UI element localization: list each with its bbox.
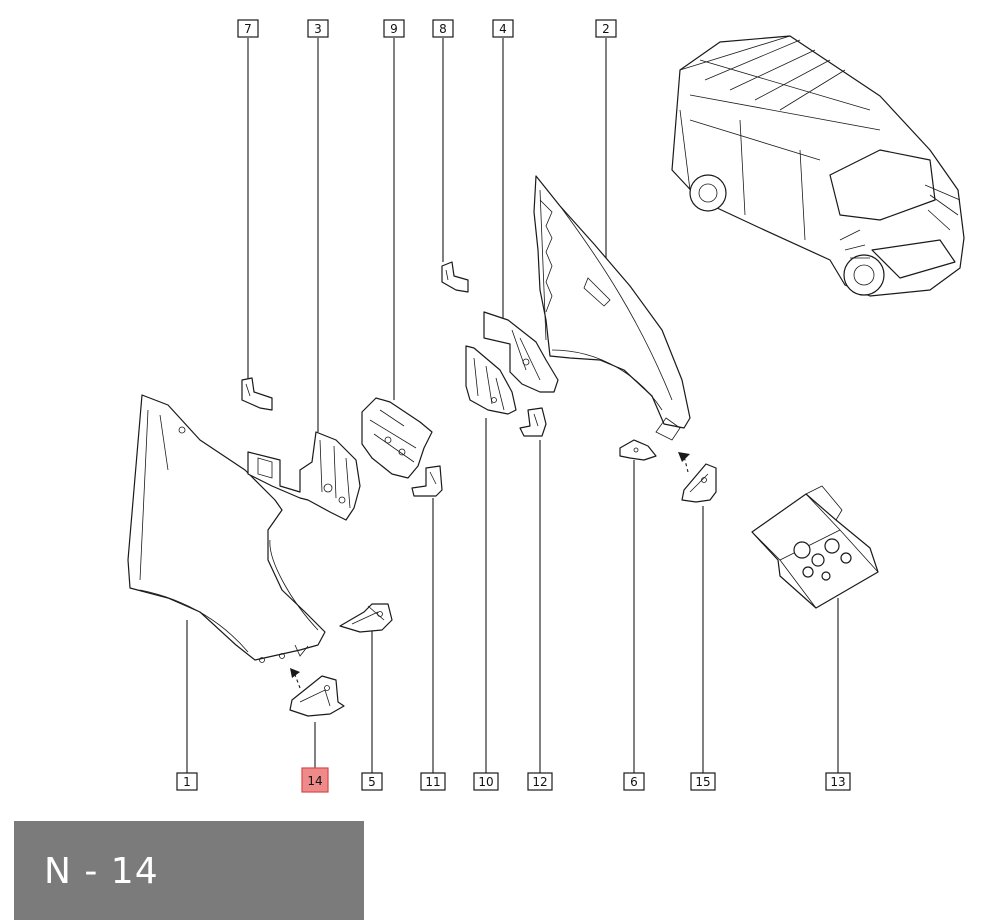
svg-text:10: 10 xyxy=(478,775,493,789)
part-14-bracket xyxy=(289,675,345,717)
svg-text:14: 14 xyxy=(307,774,322,788)
arrow-indicator-left xyxy=(290,668,301,689)
svg-text:5: 5 xyxy=(368,775,376,789)
svg-text:12: 12 xyxy=(532,775,547,789)
arrow-indicator-right xyxy=(678,452,690,473)
svg-text:4: 4 xyxy=(499,22,507,36)
callout-3[interactable]: 3 xyxy=(307,19,329,38)
exploded-parts-diagram: 7 3 9 8 4 2 1 14 5 11 10 12 xyxy=(127,19,965,793)
svg-text:15: 15 xyxy=(695,775,710,789)
part-11-angle-bracket xyxy=(411,465,443,497)
part-7-clip xyxy=(241,377,273,411)
part-5-bracket xyxy=(339,603,393,633)
callout-13[interactable]: 13 xyxy=(825,772,851,791)
part-reference-banner: N - 14 xyxy=(14,821,364,920)
part-1-front-wing xyxy=(127,394,326,663)
part-4-bracket xyxy=(483,311,559,393)
callout-9[interactable]: 9 xyxy=(383,19,405,38)
part-6-clip xyxy=(619,439,657,461)
svg-text:7: 7 xyxy=(244,22,252,36)
callout-7[interactable]: 7 xyxy=(237,19,259,38)
part-13-fastener-kit xyxy=(751,485,879,609)
part-12-bracket xyxy=(519,407,547,437)
van-illustration xyxy=(671,35,965,297)
callout-11[interactable]: 11 xyxy=(420,772,446,791)
svg-text:6: 6 xyxy=(630,775,638,789)
callout-2[interactable]: 2 xyxy=(595,19,617,38)
svg-text:8: 8 xyxy=(439,22,447,36)
callout-1[interactable]: 1 xyxy=(176,772,198,791)
part-3-mounting-bracket xyxy=(247,431,361,521)
part-reference-label: N - 14 xyxy=(44,851,159,892)
callout-12[interactable]: 12 xyxy=(527,772,553,791)
callout-6[interactable]: 6 xyxy=(623,772,645,791)
part-15-bracket xyxy=(681,463,717,503)
callout-10[interactable]: 10 xyxy=(473,772,499,791)
svg-text:1: 1 xyxy=(183,775,191,789)
svg-text:13: 13 xyxy=(830,775,845,789)
part-2-front-wing xyxy=(533,175,691,441)
leader-lines xyxy=(186,38,839,773)
callout-14[interactable]: 14 xyxy=(301,767,329,793)
callout-15[interactable]: 15 xyxy=(690,772,716,791)
svg-text:11: 11 xyxy=(425,775,440,789)
part-9-support xyxy=(361,397,433,479)
callout-5[interactable]: 5 xyxy=(361,772,383,791)
part-8-clip xyxy=(441,261,469,293)
svg-text:9: 9 xyxy=(390,22,398,36)
callout-8[interactable]: 8 xyxy=(432,19,454,38)
svg-text:3: 3 xyxy=(314,22,322,36)
callout-4[interactable]: 4 xyxy=(492,19,514,38)
svg-text:2: 2 xyxy=(602,22,610,36)
part-10-reinforcement xyxy=(465,345,517,415)
